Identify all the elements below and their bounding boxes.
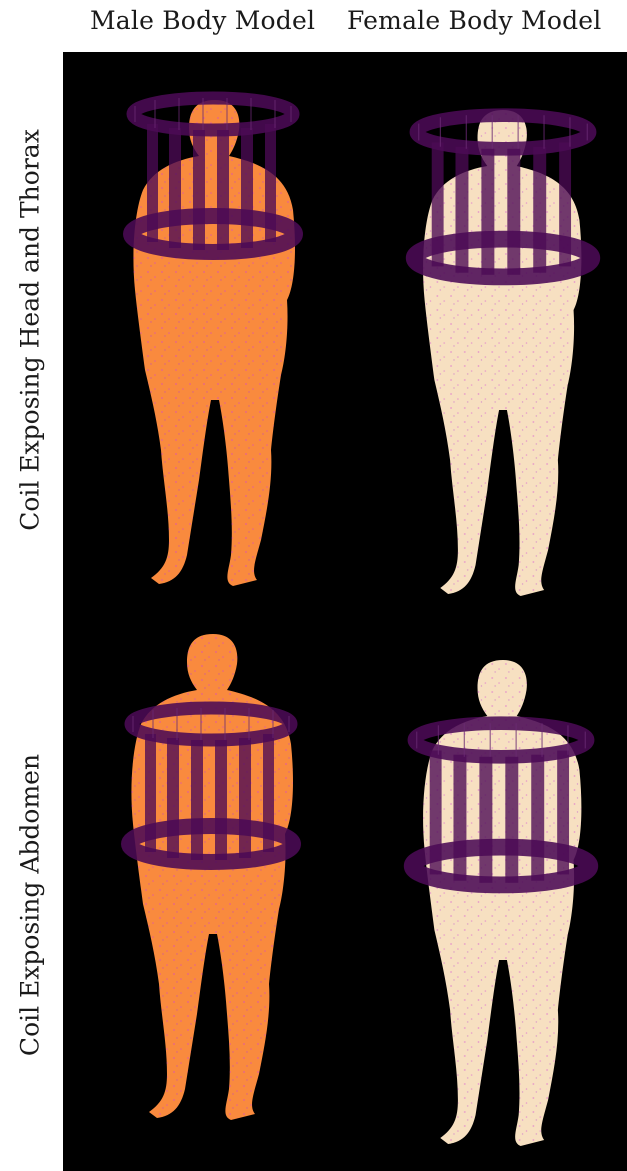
male-abdomen-figure: [129, 634, 293, 1120]
female-head-thorax-figure: [414, 110, 591, 596]
male-head-thorax-figure: [131, 98, 295, 586]
simulation-image-panel: [63, 52, 627, 1171]
row-header-abdomen: Coil Exposing Abdomen: [16, 754, 45, 1056]
column-header-male: Male Body Model: [90, 6, 315, 35]
figure-canvas: [63, 52, 627, 1171]
row-header-head-thorax: Coil Exposing Head and Thorax: [16, 129, 45, 531]
column-header-female: Female Body Model: [347, 6, 601, 35]
female-abdomen-figure: [412, 660, 589, 1146]
